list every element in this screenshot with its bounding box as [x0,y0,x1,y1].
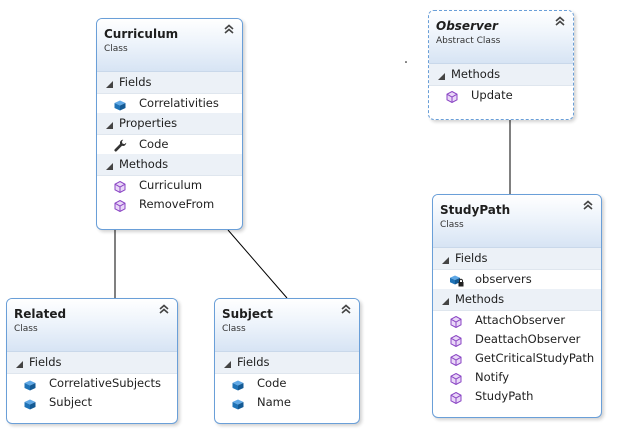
member-item[interactable]: GetCriticalStudyPath [433,349,601,368]
member-item[interactable]: CorrelativeSubjects [7,374,177,393]
member-item[interactable]: DeattachObserver [433,330,601,349]
section-fields[interactable]: Fields [433,248,601,270]
member-item[interactable]: Update [429,86,573,105]
section-fields[interactable]: Fields [97,72,242,94]
class-kind: Class [222,324,246,334]
member-item[interactable]: observers [433,270,601,289]
member-name: Name [257,395,291,409]
section-label: Methods [451,67,501,81]
member-item[interactable]: Subject [7,393,177,412]
member-name: observers [475,272,532,286]
member-name: Code [139,137,169,151]
method-icon [114,199,126,218]
section-label: Fields [119,75,152,89]
section-fields[interactable]: Fields [7,352,177,374]
wrench-icon [114,139,127,158]
section-toggle-icon[interactable] [106,163,113,170]
member-name: Update [471,88,513,102]
class-name: StudyPath [440,203,511,217]
section-toggle-icon[interactable] [442,257,449,264]
section-methods[interactable]: Methods [97,154,242,176]
member-name: Subject [49,395,92,409]
section-properties[interactable]: Properties [97,113,242,135]
field-icon [232,378,244,397]
class-name: Related [14,307,67,321]
stray-dot [405,61,407,63]
section-fields[interactable]: Fields [215,352,359,374]
method-icon [450,391,462,410]
member-name: StudyPath [475,389,534,403]
member-item[interactable]: Notify [433,368,601,387]
member-item[interactable]: Code [215,374,359,393]
member-name: Correlativities [139,96,219,110]
collapse-icon[interactable] [582,199,594,211]
class-kind: Abstract Class [436,36,501,46]
section-label: Methods [119,157,169,171]
member-item[interactable]: RemoveFrom [97,195,242,214]
method-icon [446,90,458,109]
method-icon [450,334,462,353]
class-kind: Class [104,44,128,54]
connector-curriculum-subject [227,229,288,299]
member-item[interactable]: Name [215,393,359,412]
section-label: Fields [29,355,62,369]
section-label: Methods [455,292,505,306]
field-icon [232,397,244,416]
method-icon [114,180,126,199]
member-name: AttachObserver [475,313,566,327]
section-toggle-icon[interactable] [442,298,449,305]
section-toggle-icon[interactable] [224,361,231,368]
collapse-icon[interactable] [223,23,235,35]
section-toggle-icon[interactable] [438,73,445,80]
section-label: Properties [119,116,178,130]
field-icon [24,397,36,416]
section-methods[interactable]: Methods [433,289,601,311]
member-name: Code [257,376,287,390]
class-name: Subject [222,307,273,321]
member-item[interactable]: StudyPath [433,387,601,406]
field-icon [24,378,36,397]
member-item[interactable]: Correlativities [97,94,242,113]
member-name: DeattachObserver [475,332,581,346]
section-label: Fields [455,251,488,265]
section-label: Fields [237,355,270,369]
member-name: Curriculum [139,178,203,192]
method-icon [450,372,462,391]
member-item[interactable]: AttachObserver [433,311,601,330]
member-name: RemoveFrom [139,197,215,211]
member-name: GetCriticalStudyPath [475,351,595,365]
method-icon [450,353,462,372]
class-kind: Class [440,220,464,230]
collapse-icon[interactable] [340,303,352,315]
private-field-icon [450,274,464,293]
collapse-icon[interactable] [158,303,170,315]
collapse-icon[interactable] [554,15,566,27]
class-kind: Class [14,324,38,334]
section-toggle-icon[interactable] [16,361,23,368]
field-icon [114,98,126,117]
class-name: Curriculum [104,27,179,41]
section-methods[interactable]: Methods [429,64,573,86]
class-name: Observer [436,19,498,33]
section-toggle-icon[interactable] [106,81,113,88]
member-name: CorrelativeSubjects [49,376,161,390]
member-name: Notify [475,370,509,384]
method-icon [450,315,462,334]
section-toggle-icon[interactable] [106,122,113,129]
member-item[interactable]: Curriculum [97,176,242,195]
member-item[interactable]: Code [97,135,242,154]
